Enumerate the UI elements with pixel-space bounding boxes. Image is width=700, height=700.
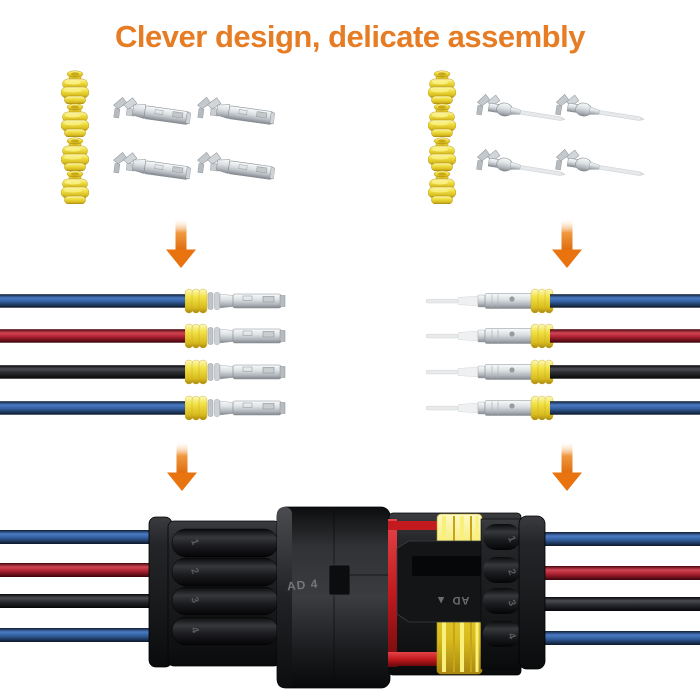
latch-tab — [328, 564, 351, 596]
male-terminals-grid — [475, 92, 647, 184]
red-seal-top — [388, 521, 437, 530]
down-arrow-icon — [166, 218, 196, 268]
wire-blue — [0, 294, 188, 308]
male-terminal-crimped-icon — [426, 323, 554, 349]
crimped-wire-black — [426, 359, 700, 385]
wire-blue — [538, 532, 700, 546]
wire-red — [0, 563, 170, 577]
latch-marking: AD▲ — [435, 594, 470, 606]
wire-black — [538, 597, 700, 611]
rubber-seal-icon — [61, 137, 89, 171]
wire-channel — [483, 557, 521, 583]
wire-black — [550, 365, 700, 379]
wire-blue — [550, 401, 700, 415]
down-arrow-icon — [552, 218, 582, 268]
crimped-wire-blue — [0, 395, 286, 421]
page-title: Clever design, delicate assembly — [115, 19, 586, 54]
crimped-wire-black — [0, 359, 286, 385]
right-flange — [518, 515, 546, 670]
wire-red — [0, 329, 188, 343]
wire-red — [538, 566, 700, 580]
wire-blue — [550, 294, 700, 308]
red-inner-seal — [388, 519, 437, 667]
rubber-seal-icon — [428, 137, 456, 171]
rubber-seal-icon — [61, 170, 89, 204]
female-terminal-icon — [195, 149, 277, 184]
male-terminal-crimped-icon — [426, 288, 554, 314]
connector-center-body: AD 4 — [276, 506, 391, 689]
rubber-seal-icon — [428, 70, 456, 104]
red-seal-edge — [388, 519, 397, 667]
crimped-wire-red — [0, 323, 286, 349]
male-terminal-crimped-icon — [426, 395, 554, 421]
crimped-wire-blue — [426, 395, 700, 421]
down-arrow-icon — [552, 441, 582, 491]
rubber-seal-icon — [428, 103, 456, 137]
right-channels: 1 2 3 4 — [480, 518, 522, 670]
wire-black — [0, 594, 170, 608]
wire-channel — [171, 586, 279, 616]
rubber-seal-icon — [428, 170, 456, 204]
channel-number: 3 — [188, 596, 200, 605]
female-terminal-icon — [195, 94, 277, 129]
female-terminal-icon — [111, 149, 193, 184]
latch-clip: AD▲ — [396, 540, 504, 623]
wire-channel — [483, 524, 521, 550]
assembled-connector: 1 2 3 4 AD 4 — [0, 506, 700, 689]
wire-channel — [483, 588, 521, 614]
body-marking: AD 4 — [286, 577, 318, 594]
center-cylinder-band — [277, 507, 292, 688]
wire-blue — [538, 631, 700, 645]
male-terminal-icon — [554, 92, 647, 129]
female-terminal-crimped-icon — [185, 323, 286, 349]
channel-number: 1 — [505, 535, 517, 544]
female-terminal-crimped-icon — [185, 288, 286, 314]
female-terminal-icon — [111, 94, 193, 129]
down-arrow-icon — [167, 441, 197, 491]
rubber-seal-icon — [61, 103, 89, 137]
male-terminal-crimped-icon — [426, 359, 554, 385]
female-terminals-grid — [111, 94, 277, 184]
crimped-wire-blue — [426, 288, 700, 314]
male-terminal-icon — [475, 147, 568, 184]
latch-window — [412, 556, 490, 576]
channel-number: 3 — [505, 599, 517, 608]
seal-stack-left — [61, 70, 89, 204]
wire-black — [0, 365, 188, 379]
connector-wires-right — [538, 532, 700, 645]
crimped-wires-left — [0, 288, 286, 421]
female-terminal-crimped-icon — [185, 359, 286, 385]
crimped-wire-red — [426, 323, 700, 349]
red-seal-bottom — [388, 652, 437, 666]
wire-blue — [0, 401, 188, 415]
female-connector-housing: AD▲ 1 2 3 4 — [388, 512, 546, 676]
connector-wires-left — [0, 530, 170, 642]
channel-number: 1 — [188, 538, 200, 547]
wire-blue — [0, 530, 170, 544]
male-connector-housing: 1 2 3 4 — [148, 516, 281, 668]
female-terminal-crimped-icon — [185, 395, 286, 421]
wire-channel — [171, 557, 279, 587]
male-terminal-icon — [475, 92, 568, 129]
top-left-parts-group — [61, 70, 277, 204]
crimped-wire-blue — [0, 288, 286, 314]
top-right-parts-group — [428, 70, 647, 204]
male-terminal-icon — [554, 147, 647, 184]
wire-channel — [171, 616, 279, 646]
channel-number: 2 — [188, 567, 200, 576]
wire-channel — [171, 528, 279, 558]
wire-red — [550, 329, 700, 343]
channel-number: 2 — [505, 568, 517, 577]
crimped-wires-right — [426, 288, 700, 421]
wire-channel — [483, 621, 521, 647]
channel-number: 4 — [188, 626, 200, 635]
seal-stack-right — [428, 70, 456, 204]
rubber-seal-icon — [61, 70, 89, 104]
wire-blue — [0, 628, 170, 642]
channel-number: 4 — [505, 632, 517, 641]
